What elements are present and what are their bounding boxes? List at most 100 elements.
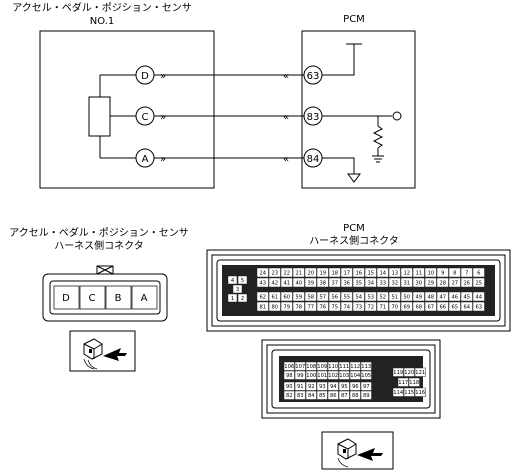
pcm-pin-19: 19: [319, 270, 326, 276]
pcm-pin-114-cell: [392, 387, 404, 397]
pcm-pin-44-cell: [472, 291, 485, 302]
pcm-pin-37: 37: [331, 280, 338, 286]
pcm-pin-42-cell: [268, 277, 281, 288]
pcm-pin-small-3: 3: [236, 287, 239, 293]
pcm-pin-78: 78: [295, 304, 302, 310]
pcm-pin-20: 20: [307, 270, 314, 276]
pcm-pin-121-cell: [414, 367, 426, 377]
pcm-pin-41-cell: [280, 277, 293, 288]
pcm-pin-102-cell: [327, 370, 339, 380]
pcm-pin-46-cell: [448, 291, 461, 302]
pcm-pin-71-cell: [376, 301, 389, 312]
connector-hint-icon-left: [69, 330, 136, 372]
pcm-pin-65-cell: [448, 301, 461, 312]
pcm-pin-38: 38: [319, 280, 326, 286]
pcm-pin-81: 81: [259, 304, 266, 310]
pcm-title: PCM: [343, 14, 365, 25]
pcm-pin-72: 72: [367, 304, 374, 310]
pcm-pin-112: 112: [350, 364, 360, 370]
pcm-pin-17-cell: [340, 267, 353, 278]
pcm-pin-8-cell: [448, 267, 461, 278]
pcm-pin-64-cell: [460, 301, 473, 312]
pcm-pin-74: 74: [343, 304, 350, 310]
pcm-pin-32: 32: [391, 280, 398, 286]
pcm-pin-23: 23: [271, 270, 278, 276]
pcm-pin-92: 92: [308, 384, 315, 390]
pcm-pin-54: 54: [355, 294, 362, 300]
pcm-pin-101-cell: [316, 370, 328, 380]
pcm-pin-22: 22: [283, 270, 290, 276]
pcm-pin-25: 25: [475, 280, 482, 286]
pcm-pin-61-cell: [268, 291, 281, 302]
pcm-pin-32-cell: [388, 277, 401, 288]
pcm-pin-12-cell: [400, 267, 413, 278]
pcm-pin-107: 107: [295, 364, 305, 370]
pcm-pin-83: 83: [297, 393, 304, 399]
pcm-pin-89: 89: [363, 393, 370, 399]
pcm-pin-40: 40: [295, 280, 302, 286]
pcm-pin-118: 118: [409, 380, 419, 386]
pcm-pin-small-4: 4: [231, 278, 235, 284]
sensor-resistor: [88, 96, 111, 137]
pcm-pin-110: 110: [328, 364, 338, 370]
pcm-pin-81-cell: [256, 301, 269, 312]
pcm-pin-43-cell: [256, 277, 269, 288]
pcm-pin-64: 64: [463, 304, 470, 310]
pcm-pin-small-4-cell: [227, 275, 238, 285]
pcm-pin-96: 96: [352, 384, 359, 390]
pcm-pin-94-cell: [327, 381, 339, 391]
pcm-pin-70-cell: [388, 301, 401, 312]
pcm-pin-40-cell: [292, 277, 305, 288]
pcm-pin-11-cell: [412, 267, 425, 278]
svg-text:«: «: [283, 112, 289, 123]
pcm-pin-26-cell: [460, 277, 473, 288]
pcm-pin-52: 52: [379, 294, 386, 300]
pcm-pin-93: 93: [319, 384, 326, 390]
pcm-pin-31: 31: [403, 280, 410, 286]
pcm-pin-82: 82: [286, 393, 293, 399]
pcm-pin-18-cell: [328, 267, 341, 278]
pcm-pin-69: 69: [403, 304, 410, 310]
pcm-pin-113: 113: [361, 364, 371, 370]
svg-text:»: »: [160, 154, 166, 165]
sensor-title-line2: NO.1: [90, 16, 115, 27]
pcm-pin-116-cell: [414, 387, 426, 397]
pcm-pin-67: 67: [427, 304, 434, 310]
pcm-connector-upper: [206, 249, 511, 332]
pcm-pin-34: 34: [367, 280, 374, 286]
sensor-box: [39, 30, 215, 189]
pcm-pin-99: 99: [297, 373, 304, 379]
pcm-pin-111-cell: [338, 361, 350, 371]
pcm-pin-44: 44: [475, 294, 482, 300]
pcm-pin-60-cell: [280, 291, 293, 302]
pcm-pin-110-cell: [327, 361, 339, 371]
pcm-pin-51: 51: [391, 294, 398, 300]
pcm-pin-25-cell: [472, 277, 485, 288]
pcm-pin-98: 98: [286, 373, 293, 379]
pcm-pin-small-2: 2: [241, 296, 244, 302]
pcm-pin-106: 106: [284, 364, 294, 370]
pcm-pin-15-cell: [364, 267, 377, 278]
pcm-pin-9-cell: [436, 267, 449, 278]
pcm-pin-58: 58: [307, 294, 314, 300]
pcm-pin-91-cell: [294, 381, 306, 391]
pcm-pin-33: 33: [379, 280, 386, 286]
pcm-pin-30-cell: [412, 277, 425, 288]
pcm-pin-47-cell: [436, 291, 449, 302]
pcm-pin-79-cell: [280, 301, 293, 312]
pcm-pin-39: 39: [307, 280, 314, 286]
pcm-pin-68-cell: [412, 301, 425, 312]
pcm-pin-24: 24: [259, 270, 266, 276]
pcm-pin-54-cell: [352, 291, 365, 302]
pcm-pin-98-cell: [283, 370, 295, 380]
pcm-pin-17: 17: [343, 270, 350, 276]
pcm-pin-37-cell: [328, 277, 341, 288]
pcm-pin-59: 59: [295, 294, 302, 300]
pcm-pin-57: 57: [319, 294, 326, 300]
pcm-pin-9: 9: [441, 270, 444, 276]
pcm-pin-47: 47: [439, 294, 446, 300]
svg-text:«: «: [283, 154, 289, 165]
pcm-pin-71: 71: [379, 304, 386, 310]
pcm-pin-48: 48: [427, 294, 434, 300]
pcm-signal-line: [322, 111, 402, 163]
